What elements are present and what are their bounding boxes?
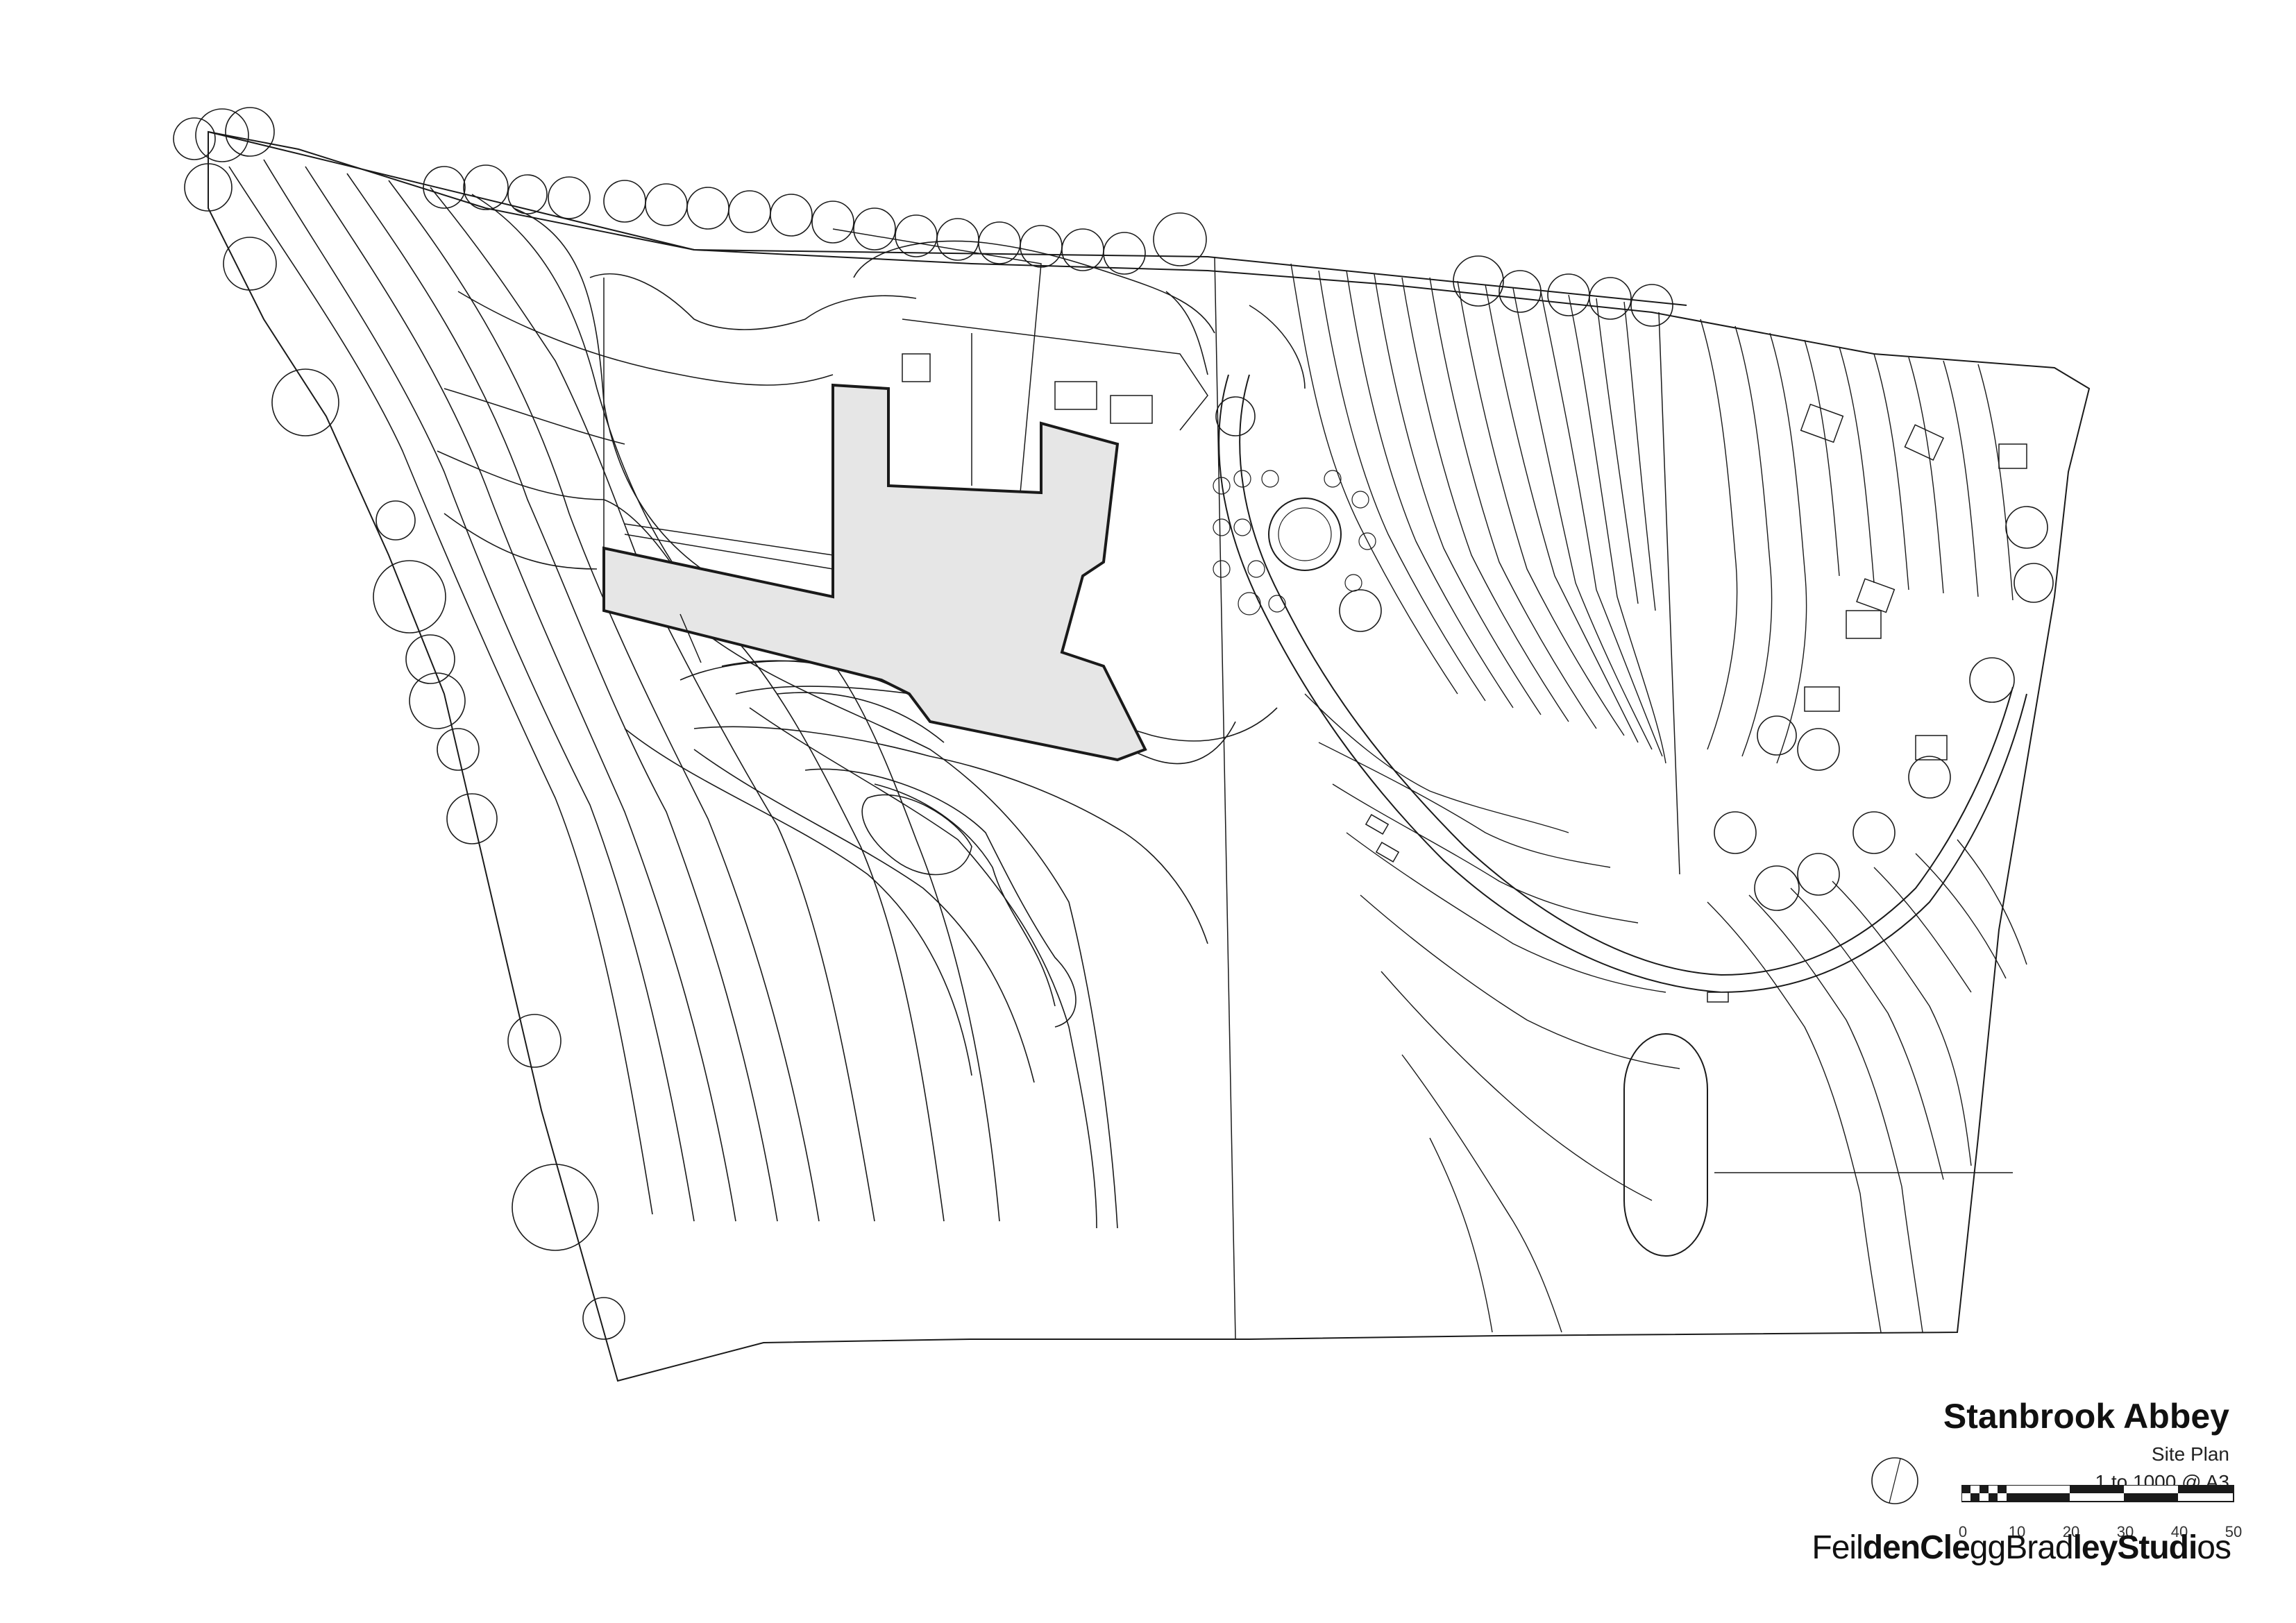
pond-outline xyxy=(1623,1033,1708,1257)
circular-pavilion xyxy=(1268,498,1342,571)
abbey-building xyxy=(602,383,1147,762)
site-boundary xyxy=(208,130,2091,1382)
